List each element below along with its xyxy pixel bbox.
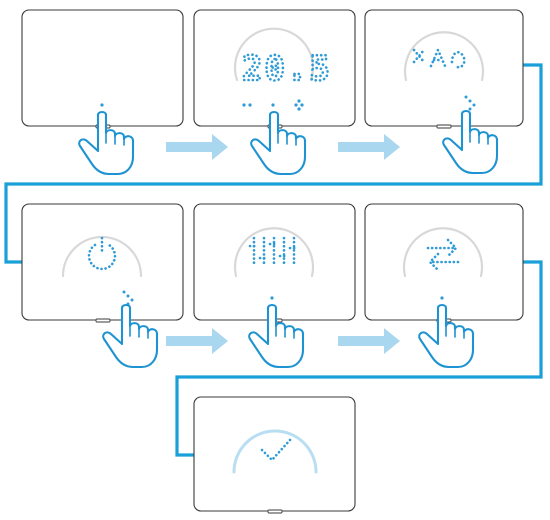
auto-mode-icon	[412, 46, 466, 69]
step-3-panel	[364, 9, 524, 129]
step-2-panel: 20.5	[193, 9, 356, 129]
check-icon	[260, 438, 292, 462]
swipe-indicator	[122, 290, 134, 306]
power-icon	[87, 236, 117, 271]
step-7-panel	[193, 396, 356, 514]
arrow-1-2	[166, 134, 228, 160]
swap-arrows-icon	[426, 238, 460, 272]
step-1-panel	[21, 9, 184, 129]
temperature-readout: 20.5	[242, 49, 332, 89]
arrow-4-5	[166, 328, 228, 354]
sliders-icon	[248, 236, 300, 268]
row-connector-2	[175, 260, 543, 457]
swipe-indicator	[464, 95, 476, 111]
step-4-panel	[21, 203, 184, 323]
row-connector-1	[4, 63, 543, 264]
arrow-2-3	[338, 134, 400, 160]
arrow-5-6	[338, 328, 400, 354]
